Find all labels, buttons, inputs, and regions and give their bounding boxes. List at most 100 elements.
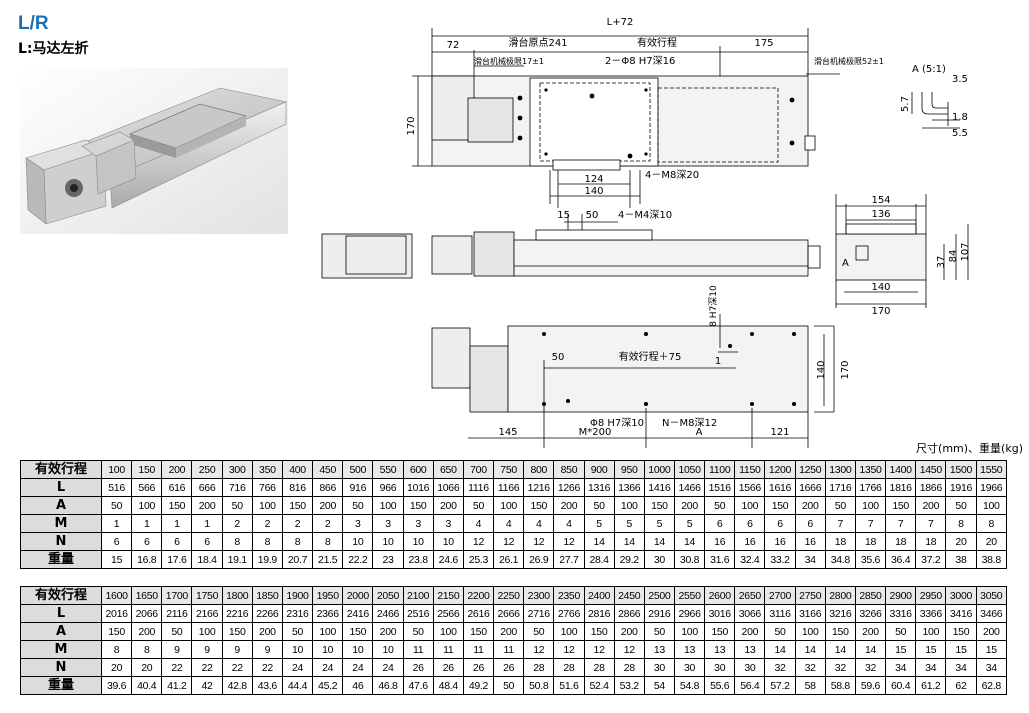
note-h7-10: 8 H7深10 xyxy=(708,285,719,327)
table-cell: 28.4 xyxy=(583,550,615,569)
header: L/R L:马达左折 xyxy=(18,14,89,58)
row-header: 有效行程 xyxy=(20,586,102,605)
table-cell: 30 xyxy=(643,550,675,569)
table-cell: 38 xyxy=(945,550,977,569)
table-cell: 46.8 xyxy=(372,676,404,695)
table-cell: 3 xyxy=(372,514,404,533)
table-cell: 2666 xyxy=(493,604,525,623)
table-cell: 34 xyxy=(885,658,917,677)
table-cell: 12 xyxy=(523,532,555,551)
table-cell: 2550 xyxy=(673,586,706,605)
table-cell: 19.1 xyxy=(221,550,253,569)
table-cell: 150 xyxy=(945,622,977,641)
table-cell: 1100 xyxy=(704,460,736,479)
table-cell: 866 xyxy=(312,478,344,497)
table-cell: 716 xyxy=(221,478,253,497)
end-label-a: A xyxy=(842,258,849,269)
end-84: 84 xyxy=(948,250,959,263)
bot-50: 50 xyxy=(552,352,565,363)
table-cell: 150 xyxy=(523,496,555,515)
table-cell: 5 xyxy=(583,514,615,533)
table-cell: 100 xyxy=(432,622,464,641)
table-cell: 37.2 xyxy=(915,550,947,569)
table-cell: 200 xyxy=(191,496,223,515)
table-cell: 150 xyxy=(342,622,374,641)
table-cell: 100 xyxy=(673,622,706,641)
table-cell: 2316 xyxy=(281,604,314,623)
table-cell: 100 xyxy=(854,496,887,515)
table-cell: 100 xyxy=(553,622,585,641)
table-cell: 8 xyxy=(975,514,1008,533)
table-cell: 200 xyxy=(854,622,887,641)
table-cell: 16 xyxy=(704,532,736,551)
table-cell: 12 xyxy=(553,640,585,659)
table-cell: 14 xyxy=(673,532,706,551)
table-cell: 2100 xyxy=(402,586,434,605)
table-cell: 150 xyxy=(402,496,434,515)
table-cell: 2400 xyxy=(583,586,615,605)
table-cell: 10 xyxy=(402,532,434,551)
table-cell: 616 xyxy=(161,478,193,497)
table-cell: 2966 xyxy=(673,604,706,623)
table-cell: 1800 xyxy=(221,586,253,605)
table-cell: 21.5 xyxy=(312,550,344,569)
table-cell: 450 xyxy=(312,460,344,479)
table-cell: 24 xyxy=(372,658,404,677)
table-cell: 100 xyxy=(100,460,133,479)
table-cell: 46 xyxy=(342,676,374,695)
table-cell: 14 xyxy=(764,640,796,659)
table-cell: 57.2 xyxy=(764,676,796,695)
dim-limit-right: 滑台机械极限52±1 xyxy=(814,56,884,66)
table-cell: 30 xyxy=(704,658,736,677)
table-cell: 32 xyxy=(794,658,826,677)
end-140: 140 xyxy=(871,282,890,293)
table-cell: 2850 xyxy=(854,586,887,605)
table-cell: 200 xyxy=(432,496,464,515)
table-cell: 1700 xyxy=(161,586,193,605)
table-cell: 10 xyxy=(342,640,374,659)
table-cell: 12 xyxy=(583,640,615,659)
table-cell: 100 xyxy=(191,622,223,641)
table-cell: 6 xyxy=(191,532,223,551)
table-cell: 12 xyxy=(523,640,555,659)
table-cell: 916 xyxy=(342,478,374,497)
table-cell: 1916 xyxy=(945,478,977,497)
table-cell: 500 xyxy=(342,460,374,479)
table-cell: 1550 xyxy=(975,460,1008,479)
row-header: 有效行程 xyxy=(20,460,102,479)
table-cell: 8 xyxy=(100,640,133,659)
table-cell: 1416 xyxy=(643,478,675,497)
table-cell: 200 xyxy=(915,496,947,515)
table-cell: 18.4 xyxy=(191,550,223,569)
table-cell: 1000 xyxy=(643,460,675,479)
table-cell: 2450 xyxy=(613,586,645,605)
table-cell: 53.2 xyxy=(613,676,645,695)
table-cell: 200 xyxy=(734,622,766,641)
table-cell: 15 xyxy=(945,640,977,659)
table-cell: 150 xyxy=(131,460,163,479)
table-cell: 12 xyxy=(462,532,495,551)
table-cell: 6 xyxy=(161,532,193,551)
table-cell: 100 xyxy=(251,496,283,515)
table-cell: 28 xyxy=(553,658,585,677)
table-cell: 2716 xyxy=(523,604,555,623)
table-cell: 2016 xyxy=(100,604,133,623)
table-cell: 23.8 xyxy=(402,550,434,569)
table-cell: 2150 xyxy=(432,586,464,605)
table-cell: 150 xyxy=(161,496,193,515)
table-cell: 1316 xyxy=(583,478,615,497)
table-cell: 200 xyxy=(251,622,283,641)
table-cell: 1750 xyxy=(191,586,223,605)
table-cell: 9 xyxy=(251,640,283,659)
table-cell: 2250 xyxy=(493,586,525,605)
table-cell: 200 xyxy=(613,622,645,641)
table-cell: 6 xyxy=(794,514,826,533)
dim-total-length: L+72 xyxy=(607,17,634,28)
table-cell: 100 xyxy=(915,622,947,641)
table-cell: 3 xyxy=(342,514,374,533)
